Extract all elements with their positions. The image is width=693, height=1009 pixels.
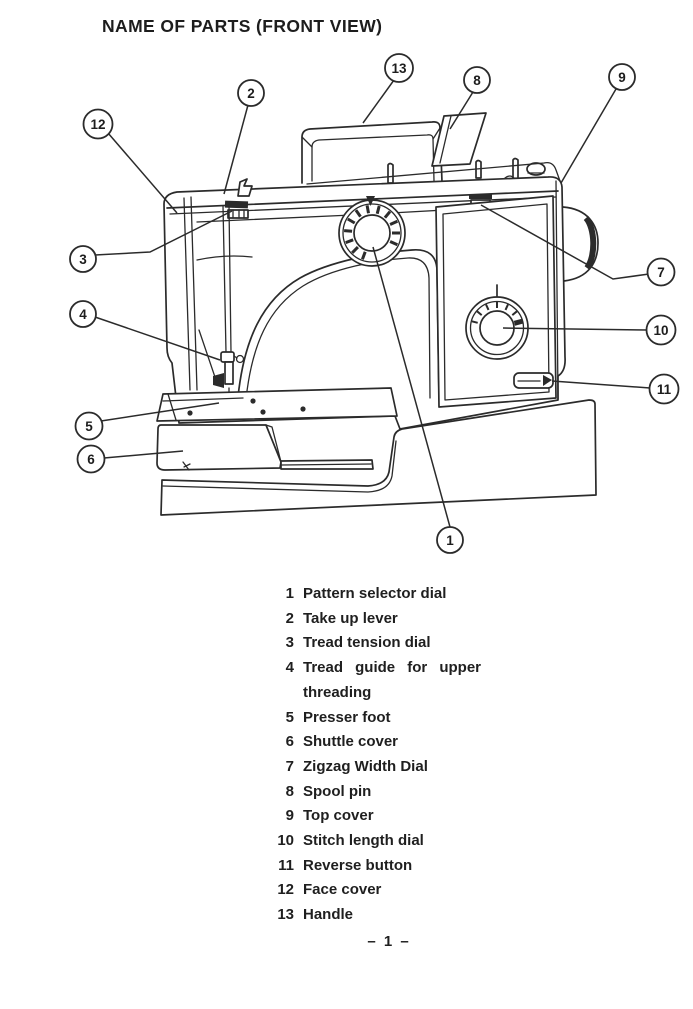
svg-text:2: 2	[247, 86, 255, 101]
callout-8: 8	[464, 67, 490, 93]
callout-13: 13	[385, 54, 413, 82]
callout-4: 4	[70, 301, 96, 327]
svg-text:7: 7	[657, 265, 665, 280]
callout-6: 6	[78, 446, 105, 473]
reverse-button	[514, 373, 553, 388]
thread-guide-upper	[221, 352, 244, 363]
callout-3: 3	[70, 246, 96, 272]
spool-pin-posts	[388, 159, 545, 184]
svg-text:11: 11	[657, 382, 672, 397]
handle	[302, 122, 442, 183]
page-title: NAME OF PARTS (FRONT VIEW)	[102, 16, 383, 36]
svg-text:4: 4	[79, 307, 87, 322]
svg-text:10: 10	[653, 323, 668, 338]
spool-pin	[432, 113, 486, 166]
callout-9: 9	[609, 64, 635, 90]
svg-text:9: 9	[618, 70, 626, 85]
svg-text:1: 1	[446, 533, 454, 548]
pattern-selector-dial	[339, 196, 405, 266]
callout-12: 12	[84, 110, 113, 139]
sewing-machine-diagram: 1 2 3 4 5 6 7 8 9 10 11 12 13	[0, 0, 693, 575]
svg-text:3: 3	[79, 252, 87, 267]
take-up-lever	[238, 179, 252, 196]
svg-text:5: 5	[85, 419, 93, 434]
machine-base	[161, 400, 596, 515]
shuttle-cover	[157, 425, 373, 470]
callout-10: 10	[647, 316, 676, 345]
callout-7: 7	[648, 259, 675, 286]
leader-lines	[95, 80, 650, 527]
svg-text:12: 12	[90, 117, 105, 132]
callout-2: 2	[238, 80, 264, 106]
svg-text:6: 6	[87, 452, 95, 467]
page-number: – 1 –	[367, 932, 411, 950]
svg-text:13: 13	[391, 61, 407, 76]
dial-pointer-notch	[366, 196, 375, 206]
handwheel	[563, 207, 598, 281]
callout-11: 11	[650, 375, 679, 404]
right-panel	[436, 196, 556, 407]
callout-1: 1	[437, 527, 463, 553]
needle-plate	[157, 388, 397, 421]
thread-tension-dial	[224, 200, 248, 218]
svg-text:8: 8	[473, 73, 481, 88]
callout-5: 5	[76, 413, 103, 440]
